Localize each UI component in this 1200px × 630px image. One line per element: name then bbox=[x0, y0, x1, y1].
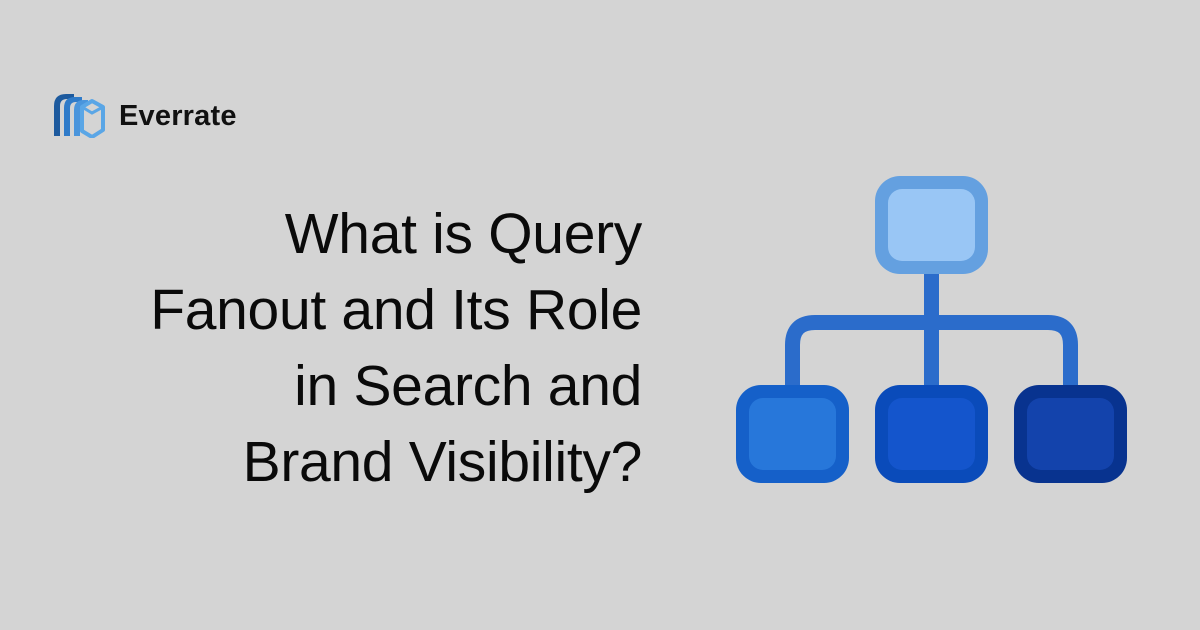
title-line-2: Fanout and Its Role bbox=[150, 278, 642, 342]
title-line-4: Brand Visibility? bbox=[242, 430, 643, 494]
page-title: What is Query Fanout and Its Role in Sea… bbox=[22, 196, 642, 500]
child-node-right bbox=[1014, 385, 1127, 483]
title-line-3: in Search and bbox=[294, 354, 642, 418]
child-node-middle bbox=[875, 385, 988, 483]
brand-header: Everrate bbox=[52, 92, 237, 138]
title-line-1: What is Query bbox=[284, 202, 643, 266]
hierarchy-tree-icon bbox=[736, 176, 1127, 483]
child-node-left bbox=[736, 385, 849, 483]
brand-name: Everrate bbox=[119, 99, 237, 132]
root-node bbox=[875, 176, 988, 274]
everrate-logo-icon bbox=[54, 94, 105, 138]
connector-lines bbox=[785, 270, 1078, 390]
